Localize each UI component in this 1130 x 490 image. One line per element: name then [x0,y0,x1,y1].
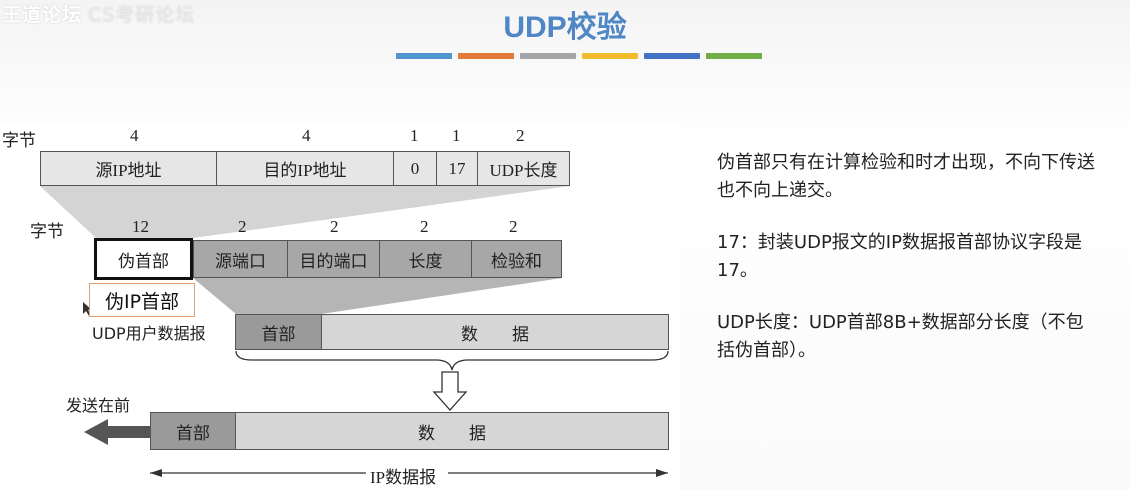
size-label: 2 [420,217,429,236]
send-arrow-icon [84,419,150,445]
span-arrow-right-icon [656,469,668,477]
note-udp-length: UDP长度：UDP首部8B+数据部分长度（不包括伪首部）。 [717,312,1084,361]
udp-brace [235,350,669,371]
ip-data-block: 数 据 [235,412,669,450]
note-pseudo-header: 伪首部只有在计算检验和时才出现，不向下传送也不向上递交。 [717,152,1095,201]
field-udp-length: UDP长度 [477,151,570,186]
color-bar-4 [582,53,638,59]
field-source-ip: 源IP地址 [40,151,217,186]
pseudo-funnel [40,186,570,238]
udp-datagram-label: UDP用户数据报 [92,324,206,343]
watermark-main: 王道论坛 [2,4,83,26]
field-pseudo-header: 伪首部 [94,238,193,280]
udp-header-block: 首部 [235,314,322,350]
color-bar-1 [396,53,452,59]
watermark-sub: CS考研论坛 [88,4,196,26]
slide-title: UDP校验 [503,11,627,44]
size-label: 2 [516,126,525,145]
size-label: 1 [410,126,419,145]
notes-panel: 伪首部只有在计算检验和时才出现，不向下传送也不向上递交。 17：封装UDP报文的… [717,149,1097,389]
color-bar-6 [706,53,762,59]
header-funnel [193,278,562,314]
span-arrow-left-icon [150,469,162,477]
color-bar-5 [644,53,700,59]
send-first-label: 发送在前 [66,396,131,415]
field-length: 长度 [379,240,472,278]
field-dest-port: 目的端口 [287,240,380,278]
size-label: 4 [302,126,311,145]
field-protocol: 17 [436,151,478,186]
down-arrow-icon [432,371,468,411]
field-source-port: 源端口 [193,240,288,278]
ip-datagram-label: IP数据报 [370,468,437,487]
size-label: 2 [330,217,339,236]
field-checksum: 检验和 [471,240,562,278]
note-protocol: 17：封装UDP报文的IP数据报首部协议字段是17。 [717,232,1082,281]
field-zero: 0 [393,151,437,186]
size-label: 1 [452,126,461,145]
udp-data-block: 数 据 [321,314,669,350]
ip-header-block: 首部 [150,412,236,450]
field-dest-ip: 目的IP地址 [216,151,394,186]
size-label: 2 [238,217,247,236]
size-label: 12 [132,217,149,236]
size-label: 4 [130,126,139,145]
pseudo-ip-header-callout: 伪IP首部 [89,283,195,317]
byte-label-mid: 字节 [30,222,64,241]
color-bar-3 [520,53,576,59]
color-bar-2 [458,53,514,59]
byte-label-top: 字节 [2,131,36,150]
cursor-icon [83,302,92,316]
size-label: 2 [509,217,518,236]
